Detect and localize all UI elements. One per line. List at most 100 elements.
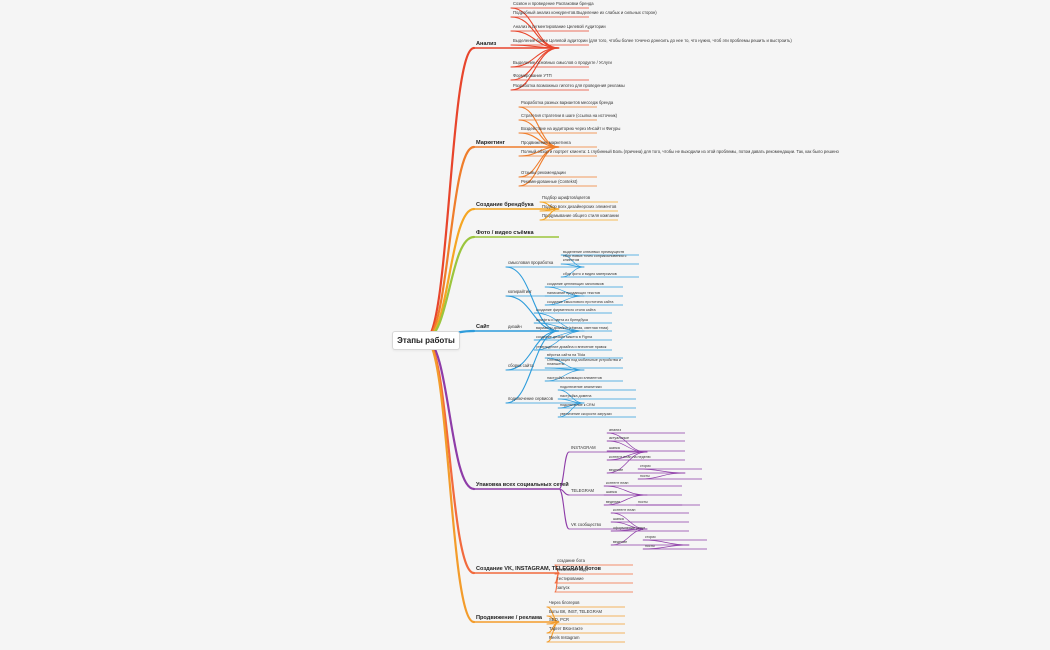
subtopic-node[interactable]: создание фирменного стиля сайта: [536, 308, 596, 312]
subtopic-node[interactable]: Отзывы рекомендации: [521, 170, 566, 175]
subtopic-connector: [606, 451, 648, 474]
subtopic-node[interactable]: контент план: [613, 508, 636, 512]
root-label: Этапы работы: [397, 336, 455, 345]
subtopic-node[interactable]: Воздействие на аудиторию через Инсайт и …: [521, 126, 621, 131]
subtopic-node[interactable]: настройка анимации элементов: [547, 376, 602, 380]
subtopic-node[interactable]: создание смыслового прототипа сайта: [547, 300, 614, 304]
branch-connector: [423, 46, 476, 341]
branch-connector: [423, 207, 476, 341]
subtopic-connector: [510, 47, 560, 91]
branch-connector: [423, 235, 476, 341]
subtopic-node[interactable]: настройка домена: [560, 394, 592, 398]
subtopic-connector: [533, 330, 585, 351]
branch-connector: [423, 337, 476, 491]
subtopic-node[interactable]: шапка: [606, 490, 617, 494]
subtopic-node[interactable]: Стратегия стратегии в шаге (ссылка на ис…: [521, 113, 618, 118]
subtopic-node[interactable]: написание продающих текстов: [547, 291, 601, 295]
subtopic-connector: [546, 621, 560, 643]
subtopic-node[interactable]: Формирование УТП: [513, 73, 552, 78]
subtopic-node[interactable]: подключение аналитики: [560, 385, 602, 389]
subtopic-node[interactable]: Полный обзор и портрет клиента: 1 глубин…: [521, 149, 839, 154]
subtopic-node[interactable]: Подробный анализ конкурентов.Выделение и…: [513, 10, 657, 15]
subtopic-node[interactable]: Выделение более Целевой аудитории (для т…: [513, 38, 792, 43]
subtopic-node[interactable]: актуальные: [609, 436, 630, 440]
subtopic-node[interactable]: Оптимизация под мобильные устройства и п…: [547, 358, 621, 367]
subtopic-node[interactable]: вёрстка сайта на Tilda: [547, 353, 586, 357]
subtopic-node[interactable]: Созвон и проведение Распаковки бренда: [513, 1, 594, 6]
subtopic-node[interactable]: шапка: [609, 446, 620, 450]
subtopic-node[interactable]: шрифты и цвета из брендбука: [536, 318, 588, 322]
branch-topic[interactable]: Маркетинг: [476, 140, 505, 146]
subtopic-connector: [610, 528, 648, 546]
subtopic-node[interactable]: создание бота: [557, 558, 586, 563]
subtopic-node[interactable]: создание дизайн макета в Figma: [536, 335, 593, 339]
subtopic-node[interactable]: Выделение основных смыслов о продукте / …: [513, 60, 612, 65]
subtopic-node[interactable]: выделение ключевых преимуществ: [563, 250, 625, 254]
subtopic-node[interactable]: сторис: [640, 464, 651, 468]
subtopic-node[interactable]: Продумывание общего стиля компании: [542, 213, 619, 218]
subtopic-node[interactable]: сбор новых точек соприкосновения с клиен…: [563, 254, 627, 263]
subtopic-node[interactable]: SEO, PCR: [549, 617, 570, 622]
subtopic-node[interactable]: тестирование: [557, 576, 584, 581]
subtopic-node[interactable]: контент план на неделю: [609, 455, 651, 459]
subtopic-node[interactable]: Анализ и сегментирование Целевой Аудитор…: [513, 24, 606, 29]
branch-connector: [423, 145, 476, 341]
subtopic-node[interactable]: ведение: [606, 500, 621, 504]
subtopic-node[interactable]: дизайн: [508, 324, 522, 329]
subtopic-node[interactable]: смысловая проработка: [508, 260, 554, 265]
subtopic-node[interactable]: варианты дизайна (тёмная, светлая тема): [536, 326, 609, 330]
subtopic-node[interactable]: оформление услуг: [613, 526, 646, 530]
subtopic-node[interactable]: копирайтинг: [508, 289, 532, 294]
subtopic-node[interactable]: Подбор всех дизайнерских элементов: [542, 204, 617, 209]
subtopic-node[interactable]: запуск: [557, 585, 570, 590]
subtopic-node[interactable]: шапка: [613, 517, 624, 521]
subtopic-node[interactable]: Reels Instagram: [549, 635, 580, 640]
subtopic-connector: [518, 146, 560, 187]
subtopic-connector: [505, 266, 560, 332]
subtopic-node[interactable]: ведение: [609, 468, 624, 472]
subtopic-connector: [505, 330, 560, 404]
subtopic-node[interactable]: INSTAGRAM: [571, 445, 596, 450]
subtopic-node[interactable]: утверждение дизайна и внесение правок: [536, 345, 607, 349]
subtopic-node[interactable]: увеличение скорости загрузки: [560, 412, 612, 416]
branch-topic[interactable]: Анализ: [476, 41, 497, 47]
subtopic-node[interactable]: Разработка возможных гипотез для проведе…: [513, 83, 625, 88]
subtopic-connector: [558, 451, 570, 490]
subtopic-node[interactable]: анализ: [609, 428, 622, 432]
subtopic-node[interactable]: Разработка разных вариантов месседж брен…: [521, 100, 614, 105]
root-node[interactable]: Этапы работы: [392, 331, 460, 350]
subtopic-connector: [557, 402, 585, 418]
subtopic-node[interactable]: посты: [640, 474, 650, 478]
branch-topic[interactable]: Создание брендбука: [476, 202, 534, 208]
subtopic-node[interactable]: посты: [645, 544, 655, 548]
subtopic-node[interactable]: TELEGRAM: [571, 488, 595, 493]
subtopic-connector: [505, 295, 560, 332]
subtopic-node[interactable]: Продвижение маркетинга: [521, 140, 571, 145]
branch-topic[interactable]: Фото / видео съёмка: [476, 230, 534, 236]
subtopic-node[interactable]: подключение сервисов: [508, 396, 553, 401]
subtopic-node[interactable]: контент план: [606, 481, 629, 485]
subtopic-node[interactable]: VK сообщество: [571, 522, 602, 527]
subtopic-connector: [558, 488, 570, 530]
branch-connector: [423, 337, 476, 624]
branch-topic[interactable]: Создание VK, INSTAGRAM, TELEGRAM ботов: [476, 566, 601, 572]
subtopic-node[interactable]: подключение к CRM: [560, 403, 595, 407]
subtopic-node[interactable]: посты: [638, 500, 648, 504]
branch-topic[interactable]: Упаковка всех социальных сетей: [476, 482, 569, 488]
subtopic-node[interactable]: Рекомендованные (Contekst): [521, 179, 578, 184]
subtopic-node[interactable]: написание кода: [557, 567, 588, 572]
branch-topic[interactable]: Продвижение / реклама: [476, 615, 543, 621]
subtopic-node[interactable]: Через блогеров: [549, 600, 580, 605]
subtopic-node[interactable]: Боты ВК, INST, TELEGRAM: [549, 609, 602, 614]
subtopic-node[interactable]: сбор фото и видео материалов: [563, 272, 617, 276]
subtopic-node[interactable]: Подбор шрифтов/цветов: [542, 195, 591, 200]
subtopic-node[interactable]: создание цепляющих заголовков: [547, 282, 604, 286]
branch-topic[interactable]: Сайт: [476, 324, 490, 330]
subtopic-node[interactable]: ведение: [613, 540, 628, 544]
subtopic-node[interactable]: Таргет ВКонтакте: [549, 626, 583, 631]
subtopic-node[interactable]: сборка сайта: [508, 363, 534, 368]
subtopic-connector: [554, 572, 560, 593]
subtopic-connector: [505, 330, 560, 371]
subtopic-node[interactable]: сторис: [645, 535, 656, 539]
